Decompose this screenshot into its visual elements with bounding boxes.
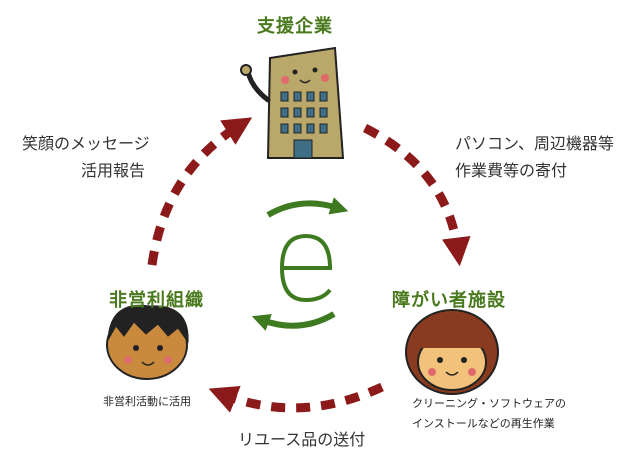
node-title-disability-facility: 障がい者施設: [392, 290, 506, 311]
node-title-supporting-companies: 支援企業: [257, 16, 333, 37]
flow-label-feedback-line1: 笑顔のメッセージ: [22, 134, 150, 153]
flow-arrow-right-to-left: [208, 382, 384, 413]
flow-label-donation-line1: パソコン、周辺機器等: [455, 134, 615, 153]
node-title-nonprofit: 非営利組織: [109, 290, 204, 311]
boy-character-icon: [106, 304, 189, 380]
flow-arrow-top-to-right: [362, 123, 471, 267]
girl-character-icon: [405, 309, 499, 395]
building-character-icon: [240, 46, 345, 159]
node-caption-nonprofit: 非営利活動に活用: [103, 395, 191, 408]
flow-arrow-left-to-top: [147, 117, 253, 266]
flow-label-feedback-line2: 活用報告: [81, 161, 146, 180]
flow-label-donation-line2: 作業費等の寄付: [455, 161, 568, 180]
node-caption-facility-line1: クリーニング・ソフトウェアの: [412, 397, 566, 410]
recycle-e-logo-icon: [251, 197, 349, 331]
flow-label-reuse-delivery: リユース品の送付: [238, 430, 366, 449]
node-caption-facility-line2: インストールなどの再生作業: [412, 417, 555, 430]
